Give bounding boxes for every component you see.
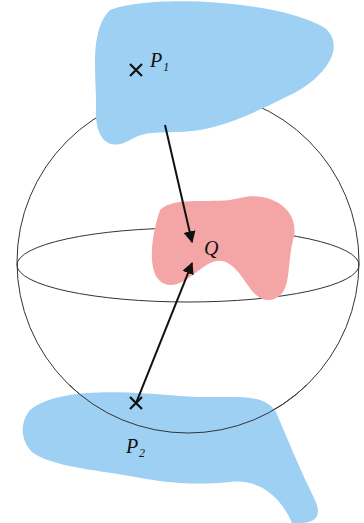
point-label: P₁ (150, 50, 169, 70)
sphere-circle (17, 91, 359, 433)
point-label: P₂ (126, 436, 145, 456)
blob-shape (90, 0, 340, 155)
arrow-connector (165, 125, 192, 242)
blob-shape (18, 380, 323, 523)
arrow-connector (136, 263, 192, 403)
blob-fill (95, 1, 334, 144)
blob-fill (23, 392, 318, 523)
point-label: Q (204, 238, 218, 258)
region-blob: Q (145, 188, 305, 306)
point-cross (130, 64, 142, 76)
sphere-lower-arc (17, 385, 359, 433)
blob-shape (145, 188, 305, 306)
region-blob: P₂ (18, 380, 323, 523)
region-blob: P₁ (90, 0, 340, 155)
blob-fill (152, 196, 295, 300)
